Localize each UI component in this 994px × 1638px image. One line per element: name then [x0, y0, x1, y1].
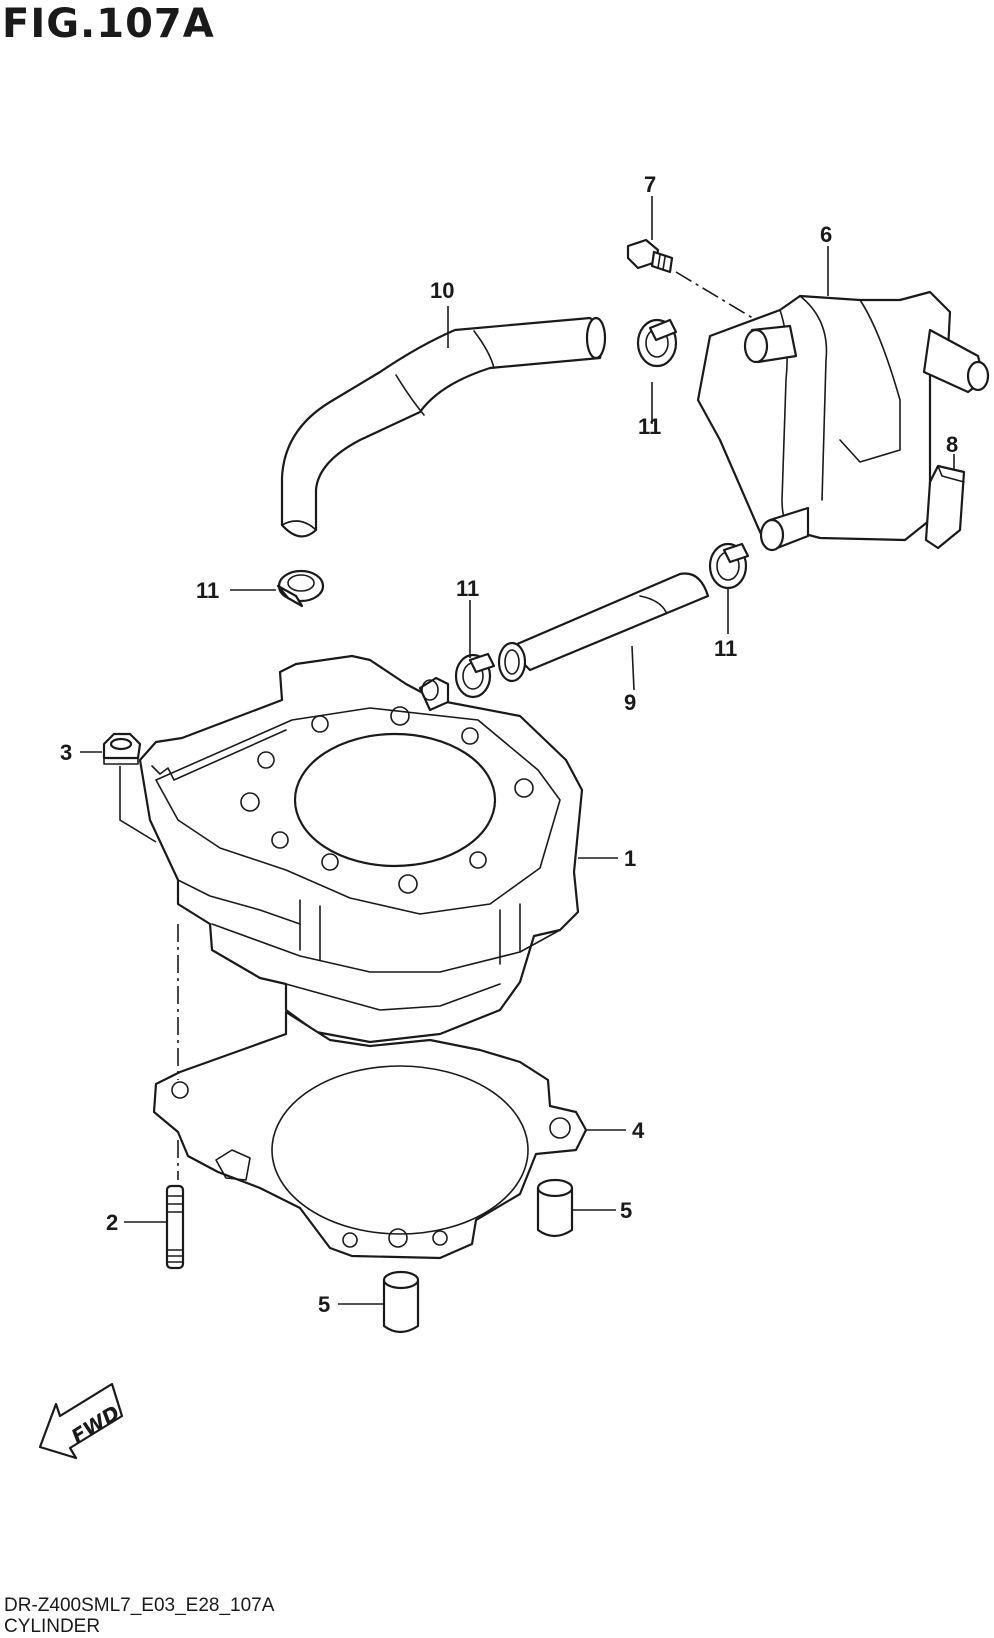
clamp-part-11-upper	[636, 318, 678, 368]
callout-4: 4	[632, 1118, 645, 1143]
section-name: CYLINDER	[4, 1616, 101, 1637]
dowel-pin-part-5-right	[536, 1178, 574, 1238]
callout-2: 2	[106, 1210, 118, 1235]
bolt-alignment-line	[675, 271, 757, 321]
clamp-part-11-mid	[454, 652, 496, 699]
callout-11-right: 11	[714, 636, 737, 661]
callout-1: 1	[624, 846, 636, 871]
callout-11-mid: 11	[456, 576, 479, 601]
stud-bolt-part-2	[165, 1184, 185, 1270]
diagram-code: DR-Z400SML7_E03_E28_107A	[4, 1595, 275, 1616]
callout-8: 8	[946, 432, 958, 457]
coolant-housing-part-6	[696, 290, 990, 552]
cylinder-part-1	[138, 654, 584, 1044]
clamp-part-11-lower-left	[276, 569, 325, 608]
callout-7: 7	[644, 172, 656, 197]
figure-title: FIG.107A	[2, 1, 215, 47]
nut-part-3	[102, 732, 142, 765]
callout-5-right: 5	[620, 1198, 632, 1223]
fwd-arrow-icon: FWD	[38, 1382, 124, 1460]
hose-part-9	[497, 572, 710, 683]
callout-3: 3	[60, 740, 72, 765]
clamp-part-11-right	[708, 542, 750, 590]
leader-lines	[80, 196, 955, 1305]
callout-11-left: 11	[196, 578, 219, 603]
hose-part-10	[280, 316, 607, 538]
bolt-part-7	[626, 238, 674, 274]
callout-10: 10	[430, 278, 454, 303]
callout-5-lower: 5	[318, 1292, 330, 1317]
plate-part-8	[924, 464, 966, 550]
gasket-part-4	[152, 1010, 588, 1260]
callout-9: 9	[624, 690, 636, 715]
callout-11-upper: 11	[638, 414, 661, 439]
dowel-pin-part-5-lower	[382, 1270, 420, 1334]
callout-6: 6	[820, 222, 832, 247]
